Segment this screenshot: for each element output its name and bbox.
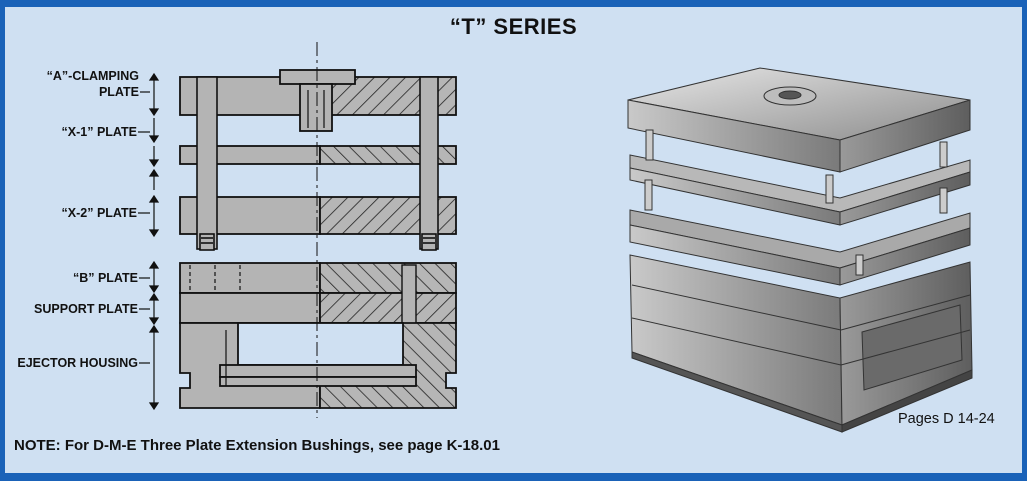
mold-base-image bbox=[627, 67, 973, 433]
pages-reference: Pages D 14-24 bbox=[898, 411, 995, 427]
ejector-housing-drawing bbox=[179, 322, 457, 409]
guide-pins-drawing bbox=[196, 76, 439, 251]
label-x1-plate: “X-1” PLATE bbox=[62, 125, 137, 139]
label-ejector-housing: EJECTOR HOUSING bbox=[17, 356, 138, 370]
label-b-plate: “B” PLATE bbox=[73, 271, 138, 285]
note-text: NOTE: For D-M-E Three Plate Extension Bu… bbox=[14, 437, 500, 454]
label-x2-plate: “X-2” PLATE bbox=[62, 206, 137, 220]
label-clamping-plate-line1: “A”-CLAMPING bbox=[47, 69, 139, 83]
b-plate-drawing bbox=[179, 262, 457, 294]
dimension-arrows bbox=[148, 72, 160, 411]
label-support-plate: SUPPORT PLATE bbox=[34, 302, 138, 316]
page-title: “T” SERIES bbox=[449, 14, 578, 39]
label-clamping-plate-line2: PLATE bbox=[99, 85, 139, 99]
